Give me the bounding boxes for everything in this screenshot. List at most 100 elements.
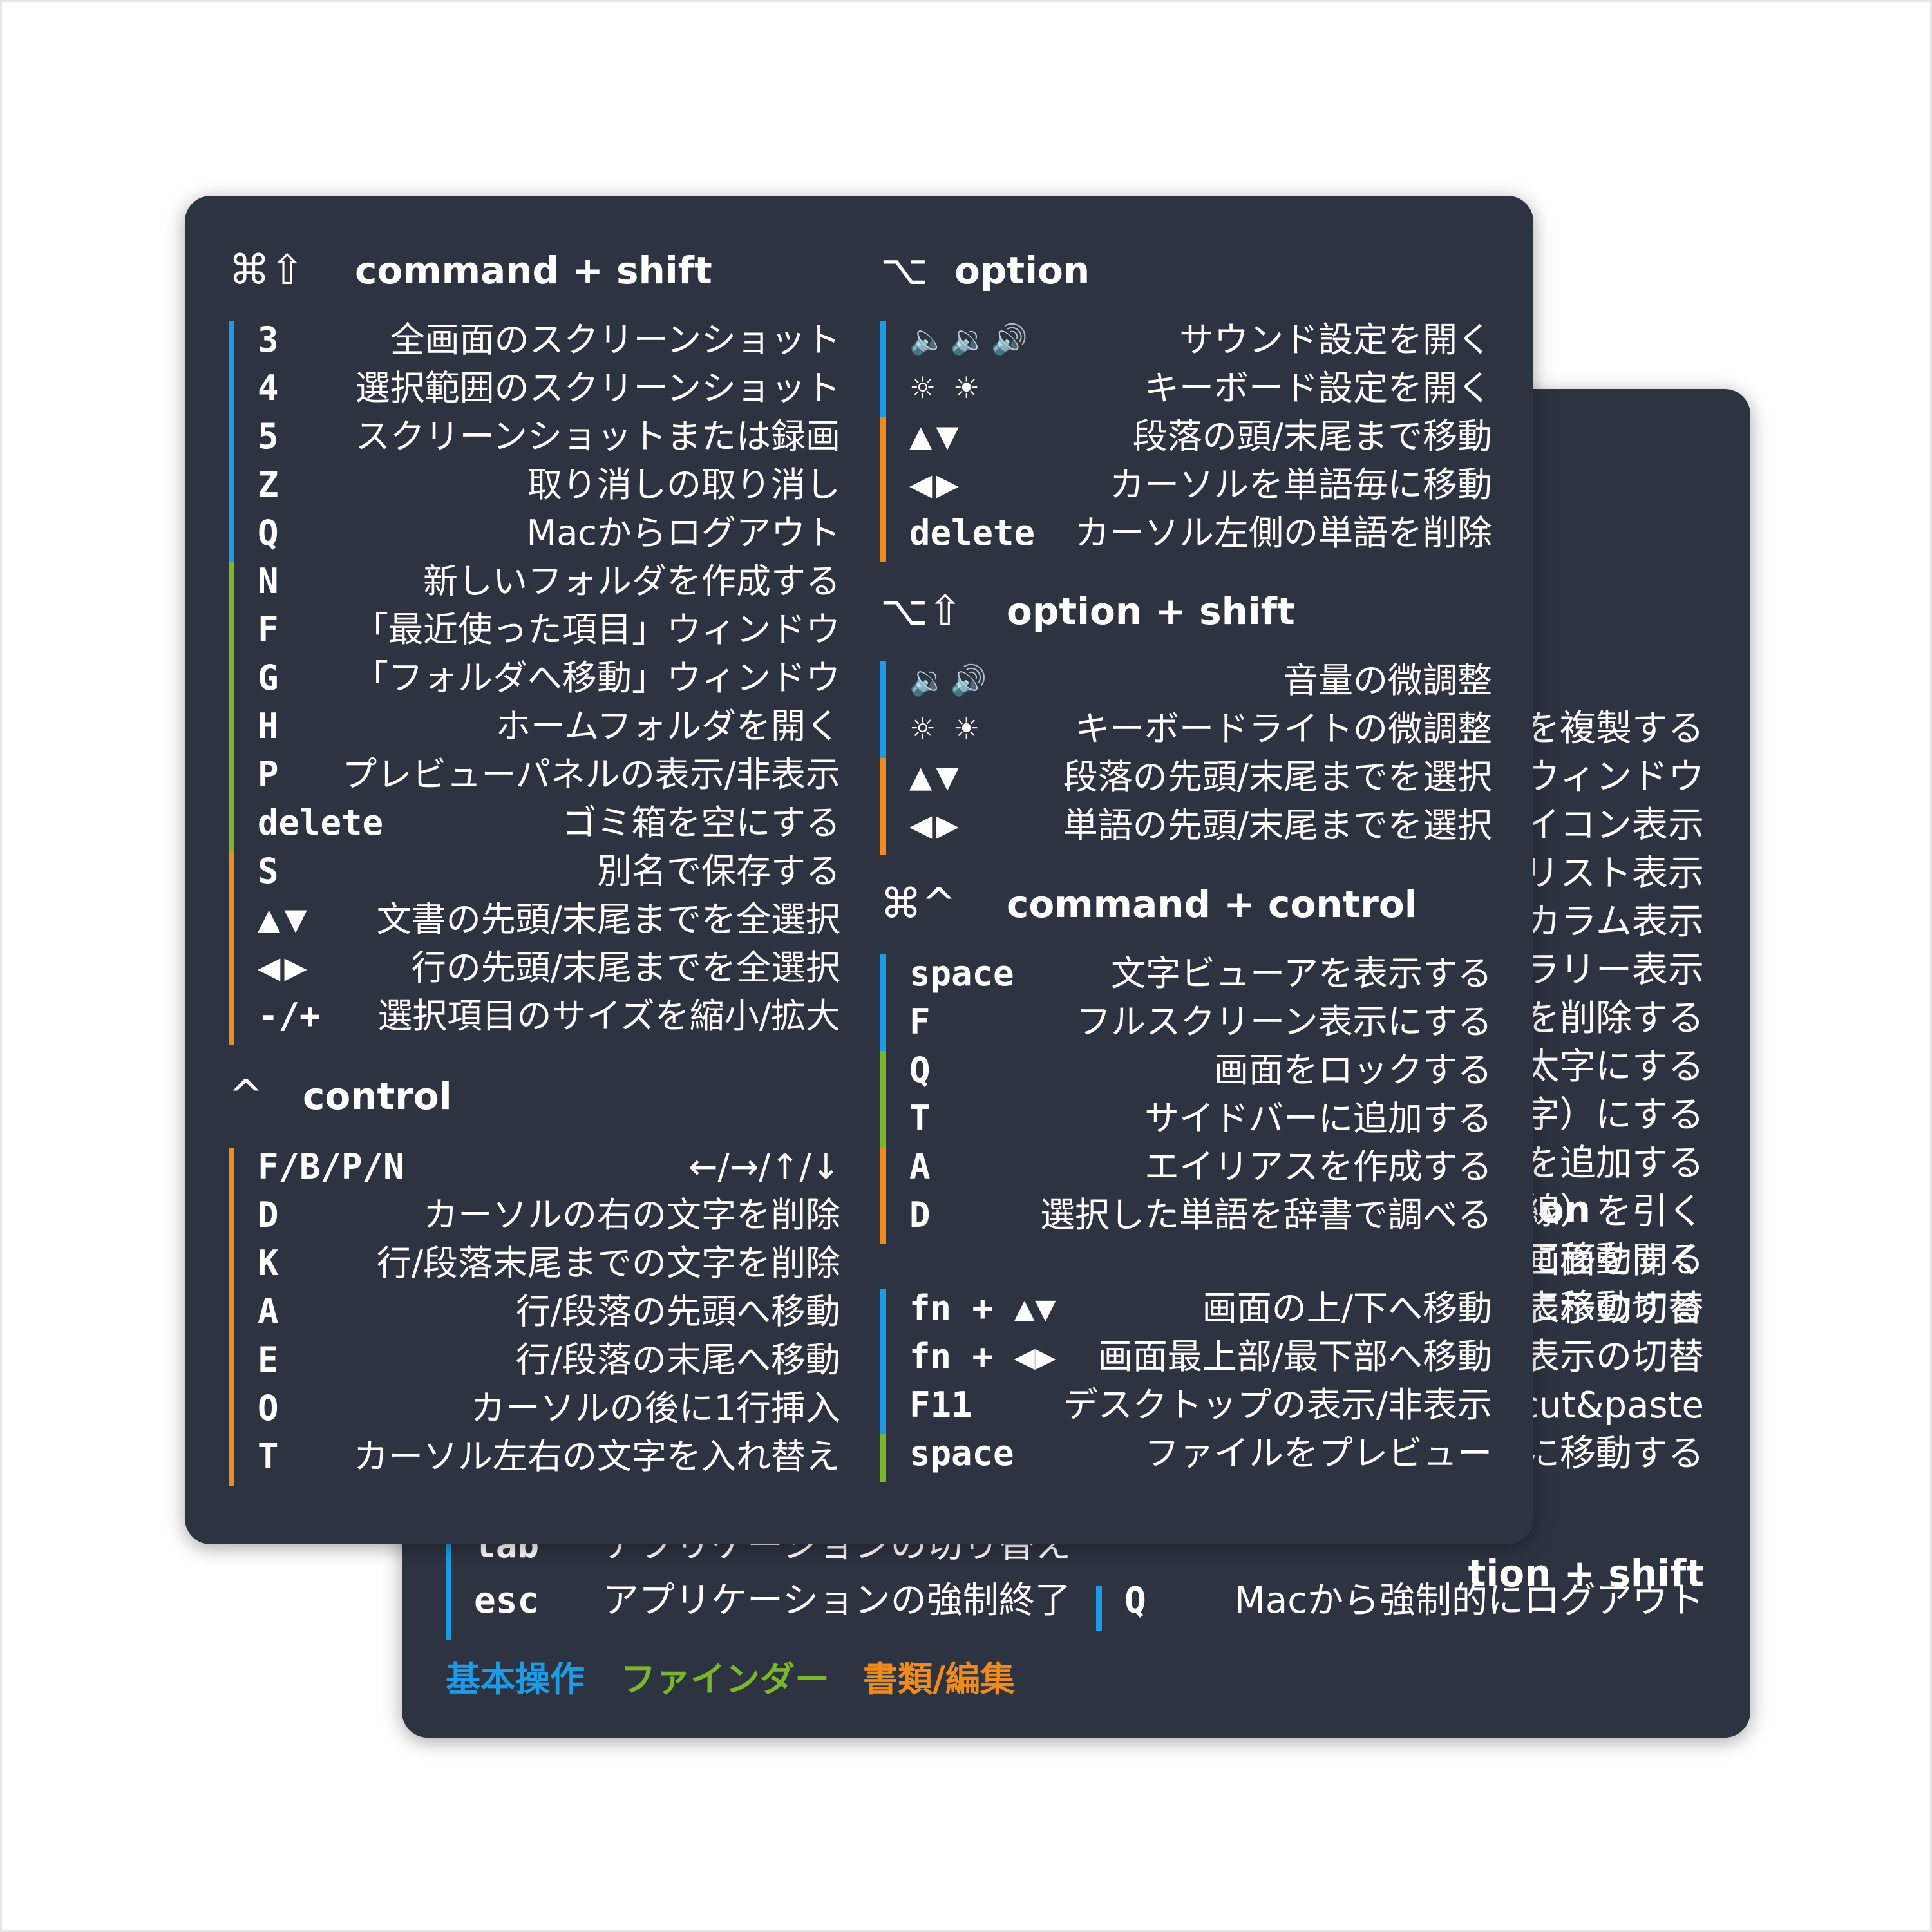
cmd_shift-key: F — [258, 609, 279, 650]
control-desc: 行/段落の末尾へ移動 — [515, 1340, 840, 1380]
cmd_shift-desc: 選択範囲のスクリーンショット — [355, 368, 840, 408]
control-key: O — [258, 1388, 279, 1428]
cmd_shift-desc: プレビューパネルの表示/非表示 — [342, 754, 840, 795]
fn-key: fn + ◀▶ — [909, 1336, 1056, 1377]
cmd_control-key: space — [909, 953, 1014, 994]
cmd_shift-desc: 全画面のスクリーンショット — [390, 319, 840, 360]
back-line: を削除する — [1524, 998, 1704, 1039]
option_shift-desc: キーボードライトの微調整 — [1075, 708, 1492, 749]
back-line: に移動する — [1524, 1433, 1704, 1475]
legend-basic: 基本操作 — [446, 1659, 585, 1700]
cmd_control-key: Q — [909, 1050, 931, 1090]
control-key: T — [258, 1436, 279, 1477]
control-key: E — [258, 1340, 279, 1380]
cmd_control-desc: サイドバーに追加する — [1144, 1098, 1492, 1139]
cmd_shift-desc: Macからログアウト — [526, 513, 840, 553]
legend-edit: 書類/編集 — [863, 1659, 1015, 1700]
option-desc: カーソルを単語毎に移動 — [1110, 464, 1492, 505]
option-category-bar — [880, 321, 886, 417]
cmd_shift-desc: 「最近使った項目」ウィンドウ — [354, 609, 840, 650]
control-desc: 行/段落の先頭へ移動 — [515, 1291, 840, 1332]
cmd_control-desc: エイリアスを作成する — [1144, 1146, 1492, 1187]
fn-key: fn + ▲▼ — [909, 1288, 1056, 1329]
option-desc: 段落の頭/末尾まで移動 — [1132, 416, 1492, 457]
option_shift-symbol: ⌥⇧ — [880, 587, 963, 635]
back-key-esc: esc — [474, 1580, 540, 1622]
cmd_shift-key: 3 — [258, 319, 279, 360]
cmd_control-key: F — [909, 1001, 931, 1042]
fn-category-bar — [880, 1434, 886, 1482]
cmd_shift-desc: 別名で保存する — [597, 851, 840, 891]
cmd_shift-key: delete — [258, 802, 384, 843]
option-key: ☼ ☀ — [909, 370, 984, 405]
control-key: D — [258, 1195, 279, 1235]
option_shift-key: ◀▶ — [909, 808, 963, 842]
cmd_shift-category-bar — [229, 562, 234, 852]
option_shift-category-bar — [880, 758, 886, 855]
back-line: ウィンドウ — [1524, 756, 1704, 798]
cmd_control-key: T — [909, 1098, 931, 1139]
option-key: delete — [909, 513, 1036, 553]
cmd_shift-key: S — [258, 851, 279, 891]
cmd_shift-title: command + shift — [355, 249, 712, 292]
cmd_shift-key: Q — [258, 513, 279, 553]
back-line: 線）を引く — [1524, 1191, 1704, 1233]
back-section-title-option-shift: tion + shift — [1468, 1551, 1704, 1595]
option-key: ◀▶ — [909, 467, 963, 502]
back-line: 字）にする — [1523, 1094, 1704, 1136]
back-line: リスト表示 — [1524, 853, 1704, 895]
back-line: 太字にする — [1523, 1046, 1704, 1088]
back-line: に移動する — [1524, 1287, 1704, 1329]
cmd_shift-key: ◀▶ — [258, 950, 311, 985]
option_shift-desc: 音量の微調整 — [1283, 660, 1492, 701]
control-desc: カーソルの右の文字を削除 — [423, 1195, 840, 1235]
fn-desc: 画面の上/下へ移動 — [1202, 1288, 1492, 1329]
option-key: 🔈🔉🔊 — [909, 322, 1032, 357]
back-line: cut&paste — [1519, 1385, 1704, 1426]
option_shift-key: 🔉🔊 — [909, 663, 991, 697]
cmd_shift-key: -/+ — [258, 996, 321, 1036]
back-line: イコン表示 — [1524, 804, 1704, 846]
cmd_shift-desc: 取り消しの取り消し — [527, 464, 840, 505]
control-category-bar — [229, 1148, 234, 1486]
cmd_control-key: A — [909, 1146, 931, 1187]
control-desc: カーソル左右の文字を入れ替え — [354, 1436, 840, 1477]
back-line: カラム表示 — [1524, 901, 1704, 943]
control-symbol: ^ — [229, 1072, 263, 1120]
cmd_shift-desc: ゴミ箱を空にする — [562, 802, 840, 843]
cmd_shift-key: 5 — [258, 416, 279, 457]
cmd_shift-key: Z — [258, 464, 279, 505]
cmd_shift-desc: スクリーンショットまたは録画 — [355, 416, 840, 457]
option-category-bar — [880, 417, 886, 562]
back-line: を複製する — [1524, 708, 1704, 750]
cmd_shift-desc: 文書の先頭/末尾までを全選択 — [376, 899, 840, 940]
cmd_shift-category-bar — [229, 852, 234, 1045]
cmd_shift-key: P — [258, 754, 279, 795]
cmd_shift-desc: 行の先頭/末尾までを全選択 — [411, 947, 840, 988]
cmd_shift-desc: 新しいフォルダを作成する — [423, 561, 840, 601]
option-desc: カーソル左側の単語を削除 — [1075, 513, 1492, 553]
back-line: 表示の切替 — [1524, 1288, 1704, 1330]
option_shift-desc: 段落の先頭/末尾までを選択 — [1063, 757, 1492, 797]
option_shift-desc: 単語の先頭/末尾までを選択 — [1063, 805, 1492, 846]
control-desc: 行/段落末尾までの文字を削除 — [376, 1243, 840, 1283]
legend-finder: ファインダー — [621, 1659, 829, 1700]
cmd_control-desc: フルスクリーン表示にする — [1076, 1001, 1492, 1042]
cmd_shift-desc: 「フォルダへ移動」ウィンドウ — [354, 658, 840, 698]
option_shift-title: option + shift — [1007, 589, 1295, 633]
back-bar-right — [1096, 1586, 1102, 1631]
option_shift-category-bar — [880, 661, 886, 758]
back-key-q: Q — [1124, 1580, 1146, 1622]
control-desc: カーソルの後に1行挿入 — [470, 1388, 840, 1428]
option_shift-key: ☼ ☀ — [909, 711, 984, 746]
option-symbol: ⌥ — [880, 247, 928, 294]
back-line: 表示の切替 — [1524, 1336, 1704, 1378]
fn-desc: デスクトップの表示/非表示 — [1063, 1385, 1492, 1425]
back-line: に移動する — [1524, 1239, 1704, 1281]
option-title: option — [954, 249, 1090, 292]
cmd_control-category-bar — [880, 1051, 886, 1148]
option-desc: サウンド設定を開く — [1179, 319, 1492, 360]
cmd_control-symbol: ⌘^ — [880, 880, 956, 928]
